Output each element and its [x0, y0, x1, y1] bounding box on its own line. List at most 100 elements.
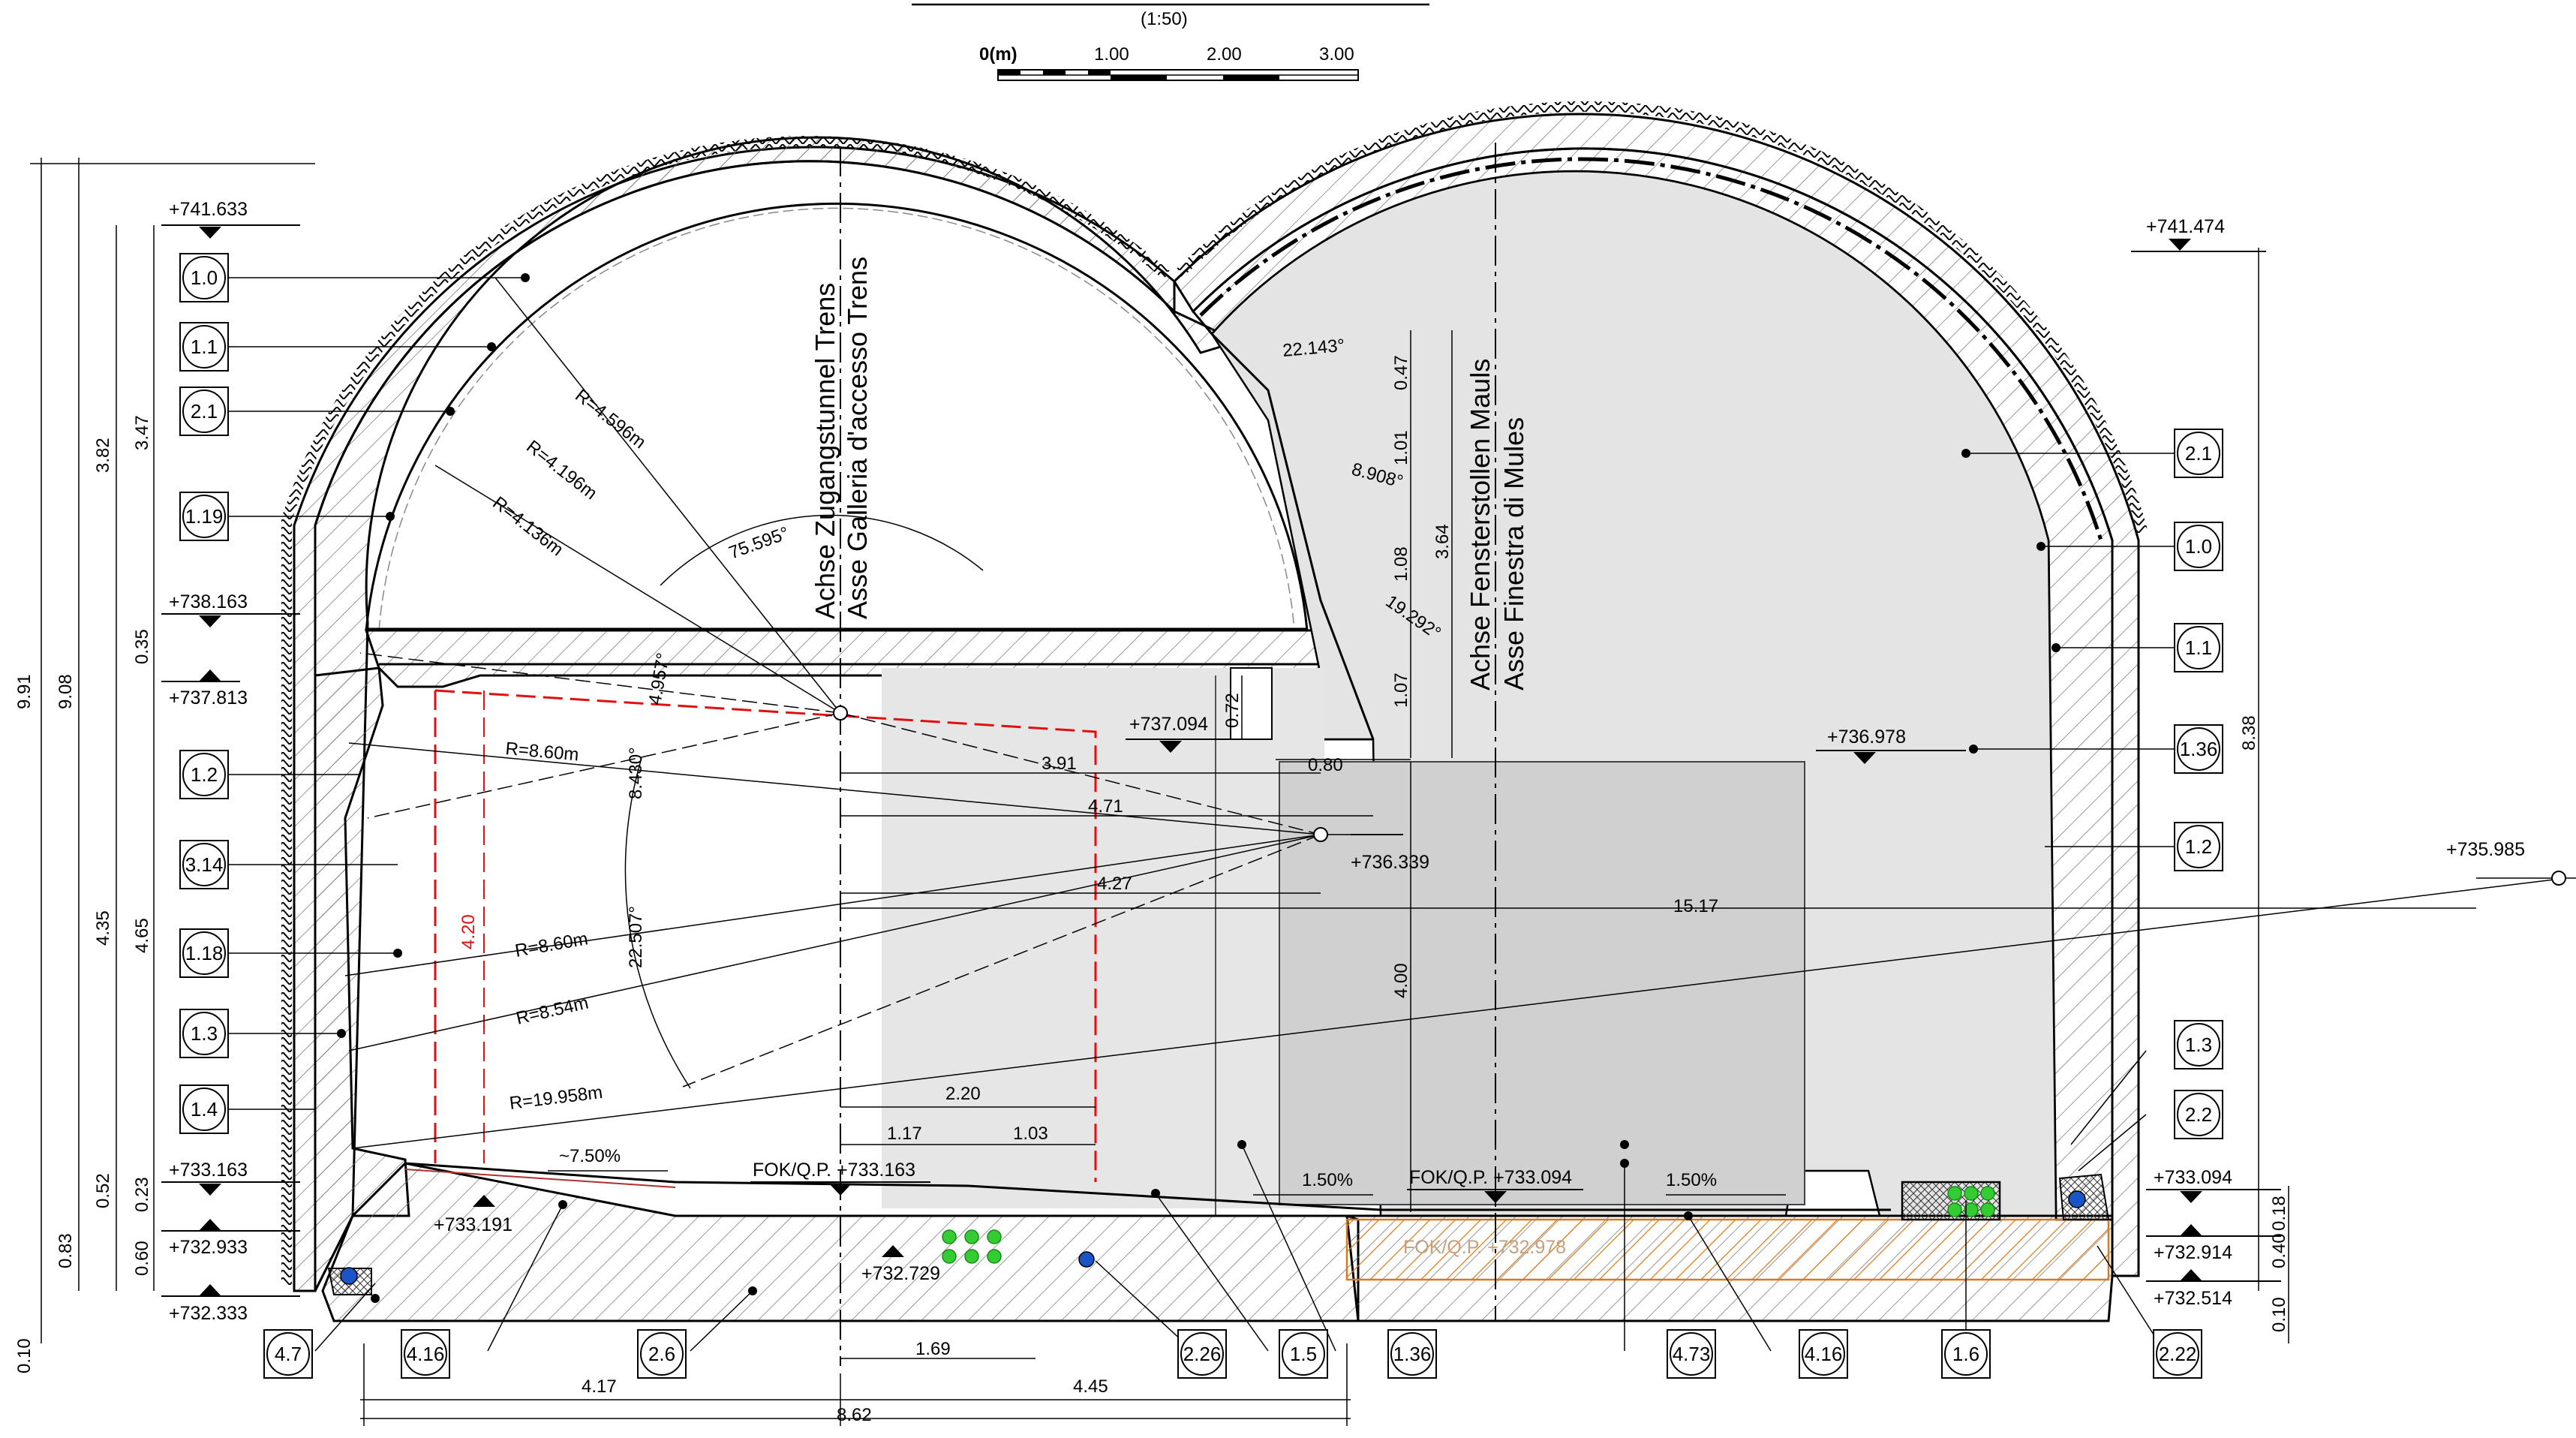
slope-750: ~7.50% — [559, 1146, 621, 1166]
dim-117: 1.17 — [887, 1124, 922, 1144]
green-pipes-right — [1947, 1186, 1995, 1217]
svg-text:+741.633: +741.633 — [169, 199, 248, 220]
leader-dots — [337, 273, 2060, 1303]
centre-points — [833, 705, 2566, 886]
svg-text:+732.514: +732.514 — [2154, 1288, 2232, 1309]
scale-tick-0: 0(m) — [979, 44, 1017, 65]
dim-465: 4.65 — [132, 918, 152, 953]
slope-150-left: 1.50% — [1302, 1170, 1353, 1190]
left-column-tags: 1.0 1.1 2.1 1.19 1.2 3.14 1.18 1.3 1.4 — [179, 253, 229, 1134]
dim-108: 1.08 — [1391, 546, 1411, 582]
slope-150-right: 1.50% — [1666, 1170, 1717, 1190]
left-dimension-labels: 9.91 9.08 3.82 3.47 0.35 4.35 4.65 0.52 … — [14, 415, 152, 1373]
radius-lines — [344, 277, 2576, 1149]
dim-047: 0.47 — [1391, 355, 1411, 390]
dim-908: 9.08 — [56, 674, 76, 709]
interior-dimensions — [840, 330, 2476, 1359]
svg-text:+733.191: +733.191 — [434, 1214, 512, 1235]
tag-right-4: 1.36 — [2180, 738, 2218, 760]
dim-169: 1.69 — [915, 1339, 951, 1359]
bottom-dimension-chain — [360, 1343, 1351, 1426]
level-741633: +741.633 — [161, 199, 300, 239]
tag-right-7: 2.2 — [2185, 1103, 2212, 1126]
bottom-dimension-labels: 4.17 4.45 8.62 — [582, 1376, 1108, 1425]
tag-left-1: 1.0 — [191, 266, 218, 289]
tag-bottom-3: 2.6 — [648, 1343, 675, 1365]
dim-862: 8.62 — [837, 1405, 872, 1425]
clearance-profiles — [882, 667, 1805, 1216]
scale-tick-2: 2.00 — [1207, 44, 1242, 65]
tag-left-8: 1.3 — [191, 1022, 218, 1045]
level-733163: +733.163 — [161, 1160, 300, 1196]
dim-080: 0.80 — [1308, 755, 1343, 775]
dim-1517: 15.17 — [1673, 896, 1718, 916]
angle-22507: 22.507° — [626, 906, 646, 968]
level-fok-faint: FOK/Q.P. +732.978 — [1403, 1237, 1566, 1258]
tag-bottom-5: 1.5 — [1290, 1343, 1317, 1365]
dim-364: 3.64 — [1432, 524, 1453, 559]
tag-bottom-1: 4.7 — [275, 1343, 302, 1365]
tag-left-5: 1.2 — [191, 763, 218, 786]
radius-19958: R=19.958m — [508, 1082, 603, 1114]
dim-220: 2.20 — [945, 1084, 981, 1104]
tag-right-5: 1.2 — [2185, 835, 2212, 858]
axis-right-label-de: Achse Fensterstollen Mauls — [1465, 359, 1495, 690]
level-732729: +732.729 — [861, 1245, 940, 1284]
level-737813: +737.813 — [161, 669, 248, 708]
tag-right-2: 1.0 — [2185, 535, 2212, 558]
dim-072: 0.72 — [1222, 693, 1243, 728]
scale-tick-3: 3.00 — [1319, 44, 1354, 65]
level-733191: +733.191 — [434, 1195, 512, 1235]
svg-text:+737.094: +737.094 — [1129, 714, 1208, 735]
left-tunnel-lining — [281, 136, 1375, 1292]
level-736339: +736.339 — [1351, 834, 1429, 873]
tag-left-9: 1.4 — [191, 1098, 218, 1121]
radius-860-upper: R=8.60m — [504, 739, 579, 765]
level-736978: +736.978 — [1816, 727, 1966, 764]
dim-391: 3.91 — [1042, 754, 1077, 774]
drain-pipe-center — [1078, 1251, 1095, 1268]
tag-right-3: 1.1 — [2185, 636, 2212, 659]
axis-right-label-it: Asse Finestra di Mules — [1498, 417, 1529, 690]
dim-838: 8.38 — [2239, 715, 2259, 751]
drain-right — [2058, 1173, 2110, 1220]
red-clearance-outline — [434, 689, 1097, 1182]
tag-left-4: 1.19 — [185, 505, 224, 528]
dim-103: 1.03 — [1013, 1124, 1048, 1144]
dim-060: 0.60 — [132, 1241, 152, 1276]
level-732333: +732.333 — [161, 1284, 300, 1324]
tag-bottom-4: 2.26 — [1183, 1343, 1222, 1365]
tag-bottom-6: 1.36 — [1393, 1343, 1432, 1365]
dim-382: 3.82 — [93, 438, 113, 473]
invert-slab: FOK/Q.P. +732.978 — [321, 1162, 2114, 1322]
right-dimension-labels: 8.38 0.18 0.40 0.10 — [2239, 715, 2289, 1332]
tag-left-2: 1.1 — [191, 335, 218, 358]
svg-text:+733.163: +733.163 — [169, 1160, 248, 1181]
tag-leader-lines — [229, 277, 2206, 1352]
level-markers: +741.633 +741.474 +738.163 +737.813 +737… — [161, 199, 2525, 1324]
level-741474: +741.474 — [2131, 216, 2266, 252]
svg-text:+732.914: +732.914 — [2154, 1242, 2232, 1263]
svg-text:FOK/Q.P. +733.094: FOK/Q.P. +733.094 — [1409, 1167, 1572, 1188]
dim-018: 0.18 — [2269, 1196, 2289, 1231]
tag-left-6: 3.14 — [185, 853, 224, 876]
interior-dimension-labels: 3.91 4.71 4.27 15.17 2.20 1.17 1.03 1.69… — [887, 355, 1718, 1359]
svg-text:+735.985: +735.985 — [2446, 839, 2525, 860]
svg-text:+736.339: +736.339 — [1351, 852, 1429, 873]
tag-bottom-9: 1.6 — [1952, 1343, 1979, 1365]
angle-8430: 8.430° — [626, 747, 646, 799]
angle-75595: 75.595° — [726, 523, 792, 564]
dim-445: 4.45 — [1073, 1376, 1108, 1397]
svg-text:+733.094: +733.094 — [2154, 1167, 2232, 1188]
dim-347: 3.47 — [132, 415, 152, 450]
dim-083: 0.83 — [56, 1233, 76, 1268]
dim-052: 0.52 — [93, 1173, 113, 1208]
dim-435: 4.35 — [93, 910, 113, 946]
tag-left-3: 2.1 — [191, 400, 218, 423]
radius-4596: R=4.596m — [571, 385, 649, 453]
tag-right-1: 2.1 — [2185, 442, 2212, 465]
left-dimension-chains — [30, 158, 315, 1343]
tag-right-8: 2.22 — [2159, 1343, 2197, 1365]
svg-text:+732.333: +732.333 — [169, 1303, 248, 1324]
scale-bar: (1:50) 0(m) 1.00 2.00 3.00 — [912, 3, 1429, 81]
